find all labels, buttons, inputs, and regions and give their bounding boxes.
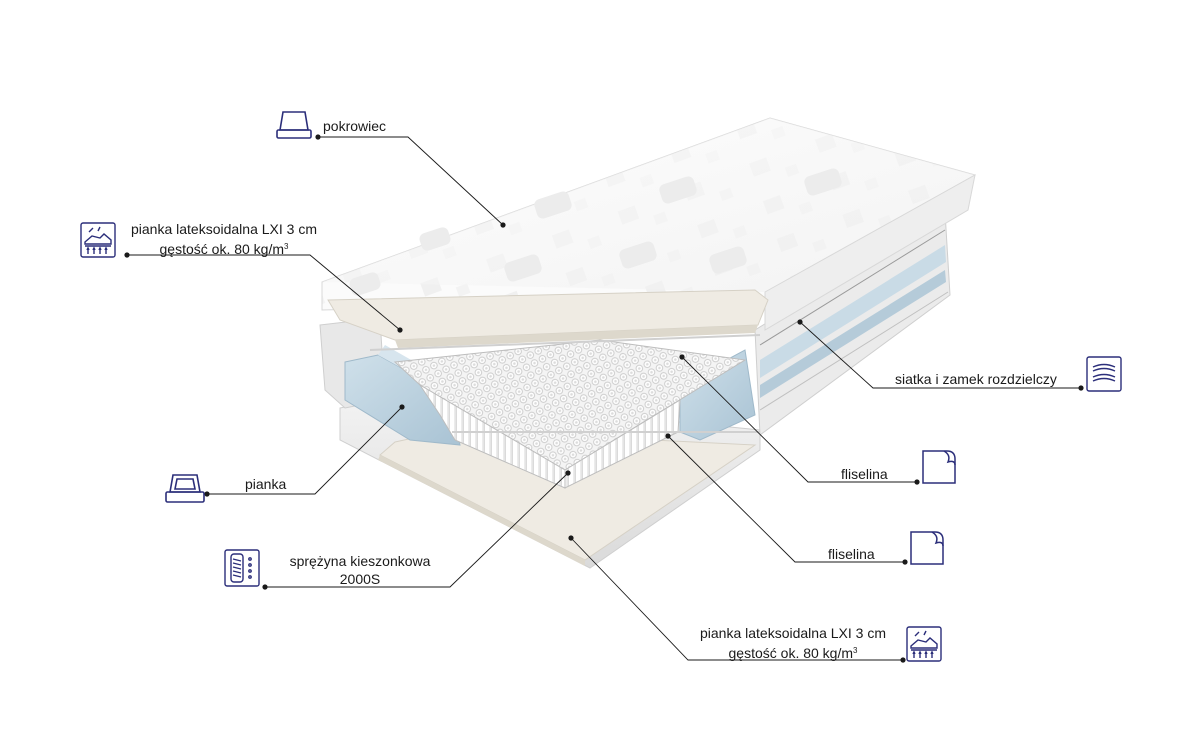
pocket-spring-side: [419, 384, 566, 489]
label-foam: pianka: [245, 476, 287, 492]
mesh-zip-icon: [1086, 356, 1122, 392]
leader-spring: [265, 472, 569, 588]
pocket-spring-icon: [224, 549, 260, 587]
latex-foam-icon: [906, 626, 942, 662]
label-spring-line2: 2000S: [339, 571, 381, 587]
leader-fleece-upper: [681, 356, 917, 483]
label-mesh-zip: siatka i zamek rozdzielczy: [895, 371, 1057, 387]
leader-mesh: [799, 321, 1081, 389]
label-latex-bottom-line2: gęstość ok. 80 kg/m3: [728, 645, 858, 661]
fleece-icon: [922, 450, 956, 484]
label-spring: sprężyna kieszonkowa 2000S: [275, 552, 445, 588]
foam-frame-right: [679, 349, 756, 441]
latex-foam-icon: [80, 222, 116, 258]
mattress-cover-icon: [276, 111, 312, 139]
foam-icon: [165, 474, 205, 503]
leader-foam: [207, 406, 403, 495]
leader-latex-bottom: [570, 537, 903, 661]
label-spring-line1: sprężyna kieszonkowa: [289, 553, 431, 569]
fleece-icon: [910, 531, 944, 565]
label-fleece-upper: fliselina: [841, 466, 888, 482]
mattress-illustration: [319, 117, 976, 569]
leader-latex-top: [127, 254, 401, 331]
leader-cover: [318, 136, 504, 226]
label-latex-top: pianka lateksoidalna LXI 3 cm gęstość ok…: [116, 220, 332, 258]
label-latex-top-line1: pianka lateksoidalna LXI 3 cm: [131, 221, 317, 237]
leader-fleece-lower: [667, 435, 905, 563]
label-latex-bottom: pianka lateksoidalna LXI 3 cm gęstość ok…: [686, 624, 900, 662]
label-latex-bottom-line1: pianka lateksoidalna LXI 3 cm: [700, 625, 886, 641]
label-latex-top-line2: gęstość ok. 80 kg/m3: [159, 241, 289, 257]
leader-lines: [127, 136, 1081, 661]
label-cover: pokrowiec: [323, 118, 387, 134]
leader-dots: [124, 134, 1084, 663]
label-fleece-lower: fliselina: [828, 546, 875, 562]
